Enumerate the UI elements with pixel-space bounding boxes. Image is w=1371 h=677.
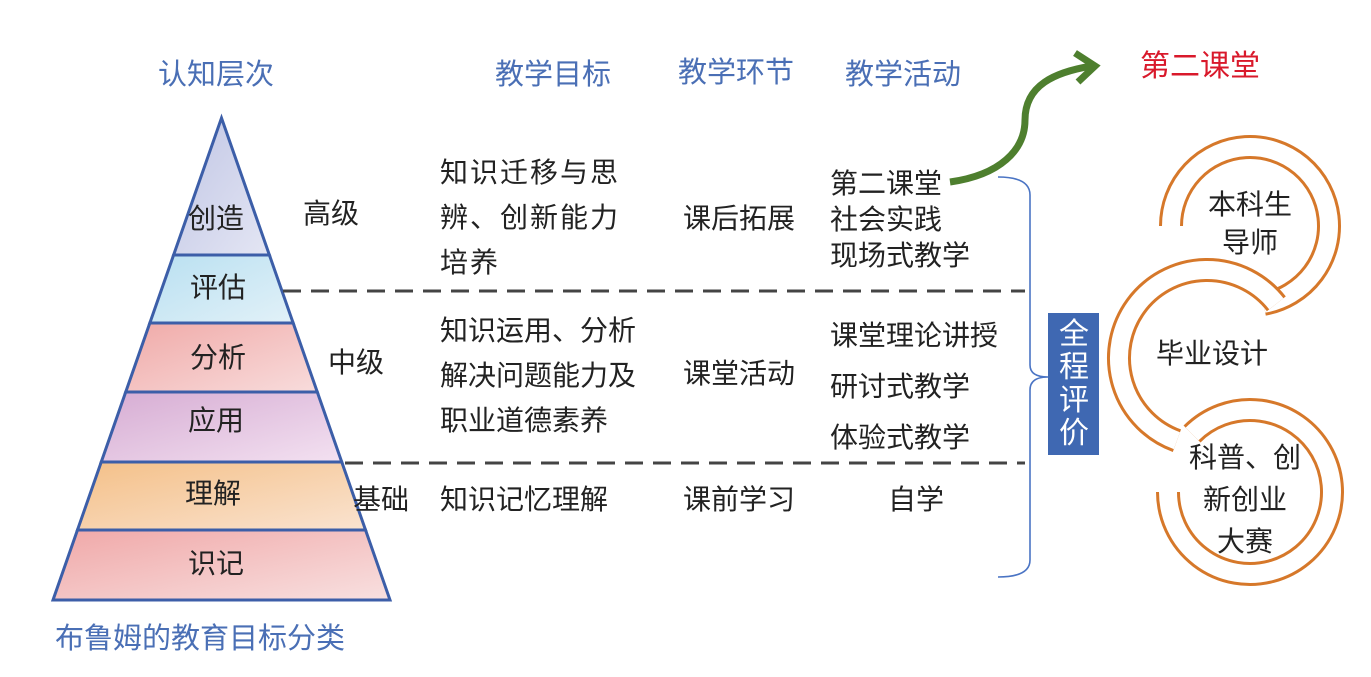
header-activities: 教学活动 [845, 57, 962, 91]
layer-label: 理解 [185, 477, 242, 510]
goal-mid: 知识运用、分析 解决问题能力及 职业道德素养 [440, 308, 636, 443]
evaluation-label: 全 程 评 价 [1057, 318, 1091, 450]
pyramid-caption: 布鲁姆的教育目标分类 [55, 621, 346, 655]
evaluation-char: 评 [1059, 383, 1089, 418]
activity: 现场式教学 [830, 239, 971, 272]
stage-high: 课后拓展 [683, 202, 796, 235]
circle-competition: 科普、创 新创业 大赛 [1185, 437, 1305, 563]
activity: 课堂理论讲授 [830, 319, 999, 352]
header-levels: 认知层次 [158, 57, 275, 91]
circle-text: 本科生 [1207, 188, 1292, 221]
layer-label: 应用 [188, 404, 245, 437]
evaluation-char: 价 [1059, 416, 1089, 451]
goal-line: 解决问题能力及 [440, 359, 637, 392]
evaluation-char: 全 [1059, 317, 1089, 352]
activities-high: 第二课堂 社会实践 现场式教学 [830, 166, 970, 274]
level-label: 高级 [303, 197, 360, 230]
goal-high: 知识迁移与思 辨、创新能力 培养 [440, 150, 620, 285]
green-arrowhead-icon [1073, 50, 1101, 85]
header-goals: 教学目标 [495, 57, 612, 91]
orange-arc [1159, 401, 1341, 583]
pyramid-layer [50, 528, 393, 602]
circle-text: 大赛 [1216, 525, 1273, 558]
circle-arcs [1107, 135, 1344, 586]
header-second-classroom: 第二课堂 [1140, 49, 1260, 84]
activities-base: 自学 [888, 483, 945, 516]
layer-label: 评估 [190, 271, 247, 304]
goal-line: 知识运用、分析 [440, 314, 637, 347]
circle-text: 新创业 [1202, 483, 1287, 516]
goal-line: 培养 [440, 246, 501, 279]
goal-line: 辨、创新能力 [440, 201, 621, 234]
circle-mentor: 本科生 导师 [1200, 186, 1300, 262]
goal-line: 职业道德素养 [440, 404, 609, 437]
goal-base: 知识记忆理解 [440, 483, 609, 516]
header-stages: 教学环节 [678, 55, 795, 89]
evaluation-brace [997, 176, 1049, 578]
activity: 第二课堂 [830, 167, 943, 200]
stage-mid: 课堂活动 [683, 357, 796, 390]
layer-label: 识记 [188, 547, 245, 580]
activities-mid: 课堂理论讲授 研讨式教学 体验式教学 [830, 310, 998, 463]
evaluation-char: 程 [1059, 350, 1089, 385]
circle-text: 科普、创 [1188, 441, 1301, 474]
circle-text: 导师 [1221, 226, 1278, 259]
orange-arc [1162, 138, 1338, 313]
layer-label: 分析 [190, 341, 247, 374]
activity: 社会实践 [830, 203, 943, 236]
goal-line: 知识迁移与思 [440, 156, 621, 189]
level-label: 基础 [353, 483, 410, 516]
green-arrow [949, 62, 1093, 186]
activity: 研讨式教学 [830, 370, 971, 403]
stage-base: 课前学习 [683, 483, 796, 516]
layer-label: 创造 [188, 202, 245, 235]
circle-graduation: 毕业设计 [1156, 337, 1269, 370]
orange-arc [1110, 261, 1284, 450]
activity: 体验式教学 [830, 421, 971, 454]
evaluation-box [1048, 313, 1099, 455]
bloom-pyramid [50, 113, 393, 602]
level-label: 中级 [328, 346, 385, 379]
